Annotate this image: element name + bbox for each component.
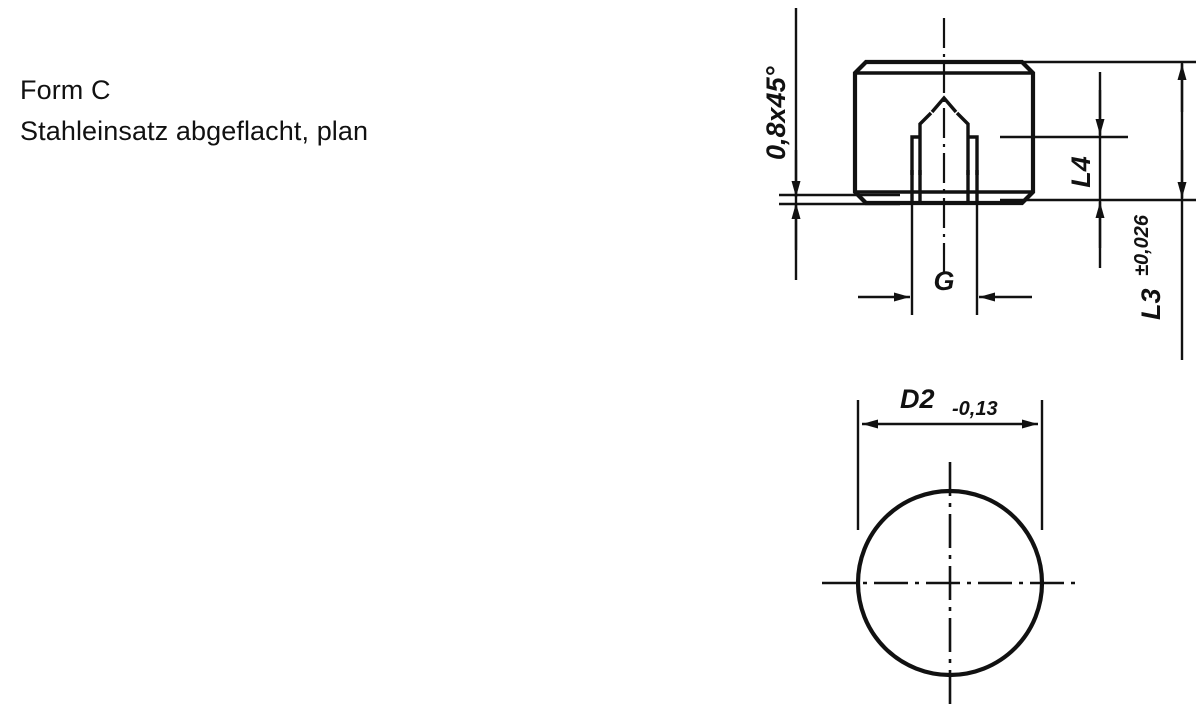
thread-chamfer-right [955, 111, 970, 175]
dimension-l4: L4 [1066, 72, 1105, 268]
dimension-label-g: G [933, 266, 954, 296]
dimension-l3: L3 ±0,026 [1131, 62, 1187, 360]
thread-minor-left [910, 135, 920, 175]
dimension-label-d2: D2 [900, 384, 935, 414]
caption-line-form: Form C [20, 75, 111, 105]
thread-minor-right [968, 135, 979, 175]
dimension-label-l3: L3 [1136, 288, 1166, 320]
dimension-tolerance-d2: -0,13 [952, 398, 998, 420]
dimension-label-chamfer: 0,8x45° [761, 66, 791, 160]
body-outline [852, 59, 1036, 206]
dimension-d2: D2 -0,13 [856, 384, 1044, 530]
thread-detail [910, 95, 979, 204]
caption-block: Form C Stahleinsatz abgeflacht, plan [20, 70, 540, 152]
dimension-chamfer: 0,8x45° [761, 8, 900, 280]
drill-point-icon [930, 95, 958, 114]
thread-chamfer-left [918, 111, 933, 175]
side-section-view: 0,8x45° G L4 L3 [761, 8, 1196, 360]
top-circular-view: D2 -0,13 [822, 384, 1078, 706]
dimension-label-l4: L4 [1066, 156, 1096, 188]
dimension-thread-g: G [858, 205, 1032, 315]
caption-line-description: Stahleinsatz abgeflacht, plan [20, 116, 369, 146]
dimension-tolerance-l3: ±0,026 [1131, 214, 1153, 276]
